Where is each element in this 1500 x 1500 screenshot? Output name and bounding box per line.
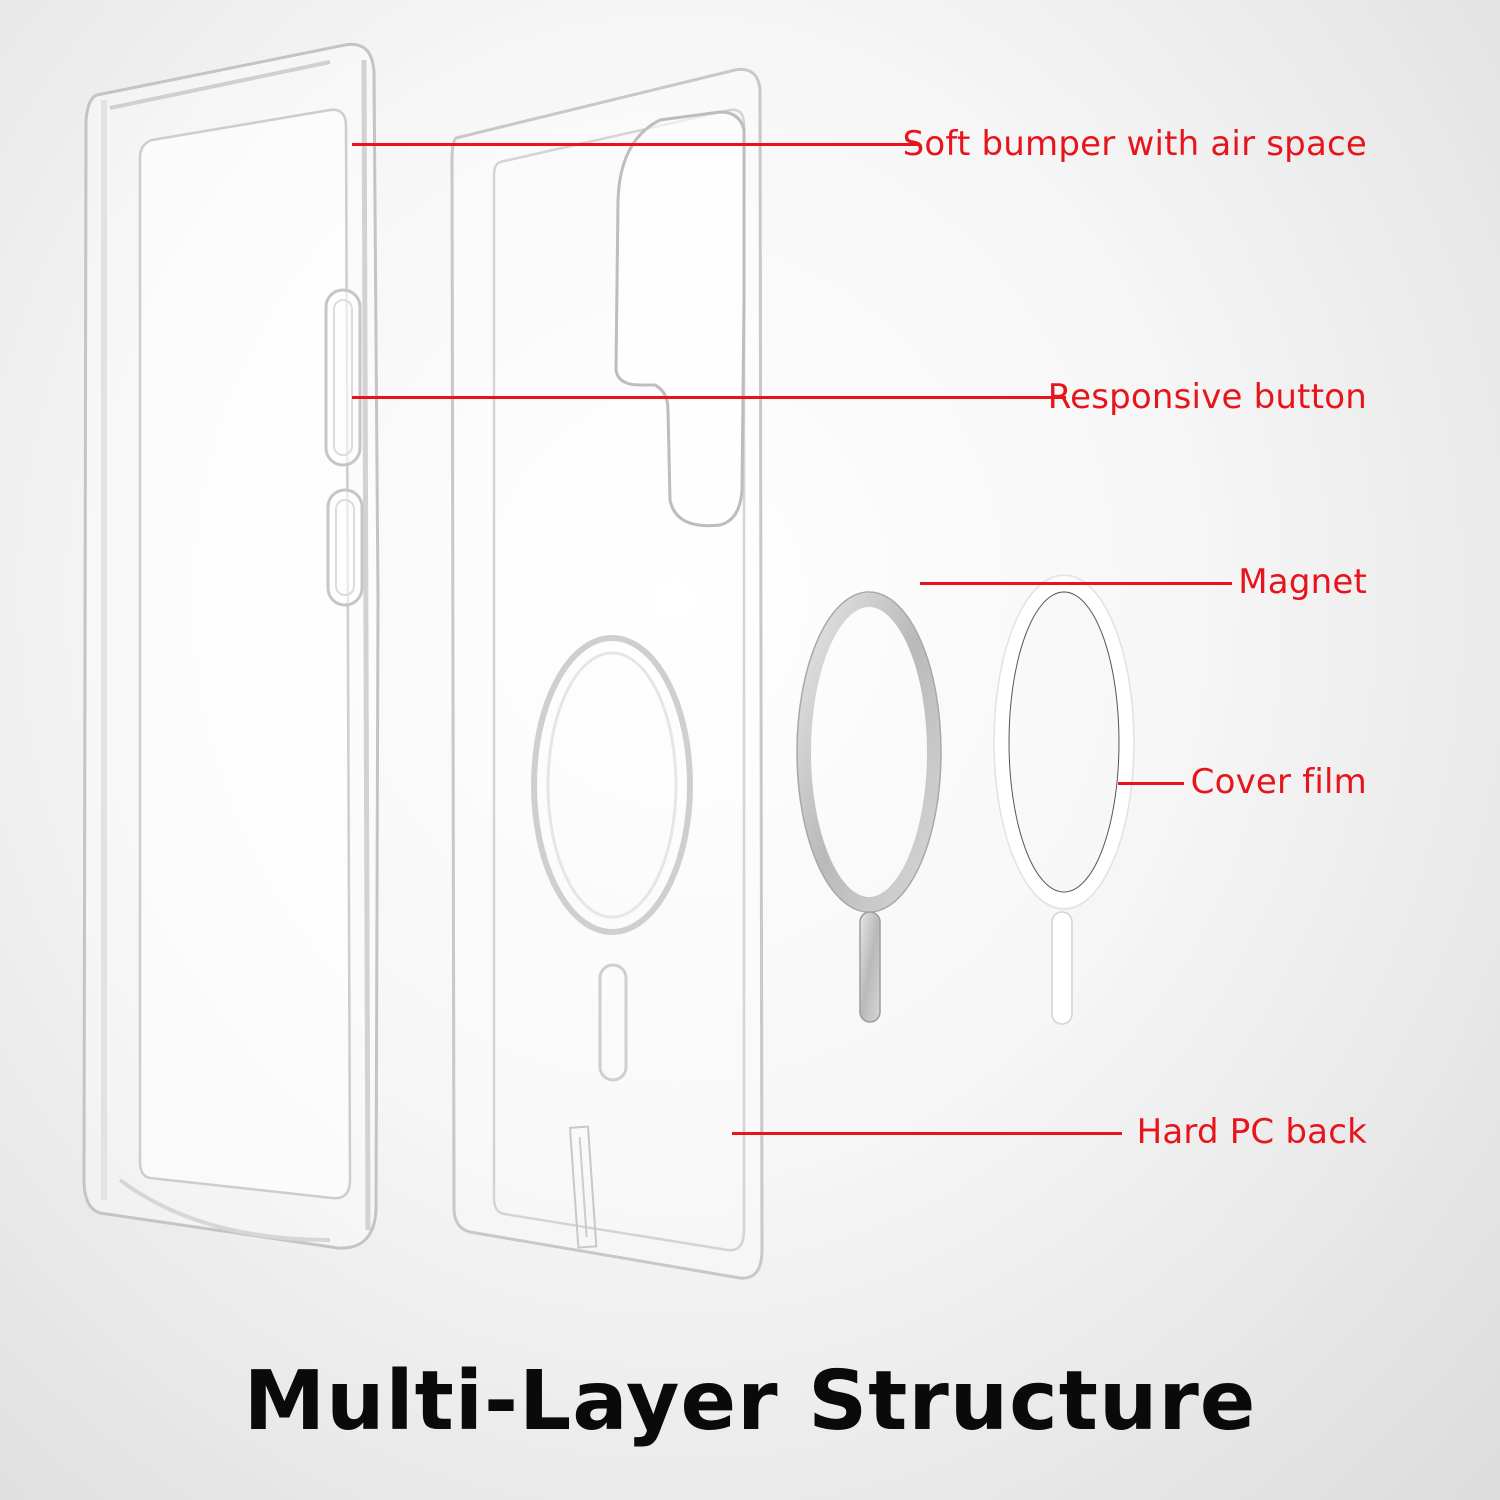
callout-soft-bumper: Soft bumper with air space [902,124,1367,164]
camera-cutout [614,110,746,528]
page-title: Multi-Layer Structure [243,1354,1257,1449]
leader-line-cover-film [1118,782,1184,785]
callout-responsive-button: Responsive button [1047,377,1367,417]
magnet-ring [796,591,942,1023]
leader-line-hard-pc-back [732,1132,1122,1135]
leader-line-magnet [920,582,1232,585]
callout-hard-pc-back: Hard PC back [1136,1112,1367,1152]
back-magnetic-ring [531,635,693,1082]
callout-magnet: Magnet [1238,562,1367,602]
leader-line-responsive-button [352,396,1066,399]
callout-cover-film: Cover film [1190,762,1367,802]
brand-imprint [568,1125,598,1249]
soft-bumper-frame [82,42,380,1250]
leader-line-soft-bumper [352,143,918,146]
cover-film-ring [993,574,1135,1025]
bumper-side-buttons [324,288,364,607]
